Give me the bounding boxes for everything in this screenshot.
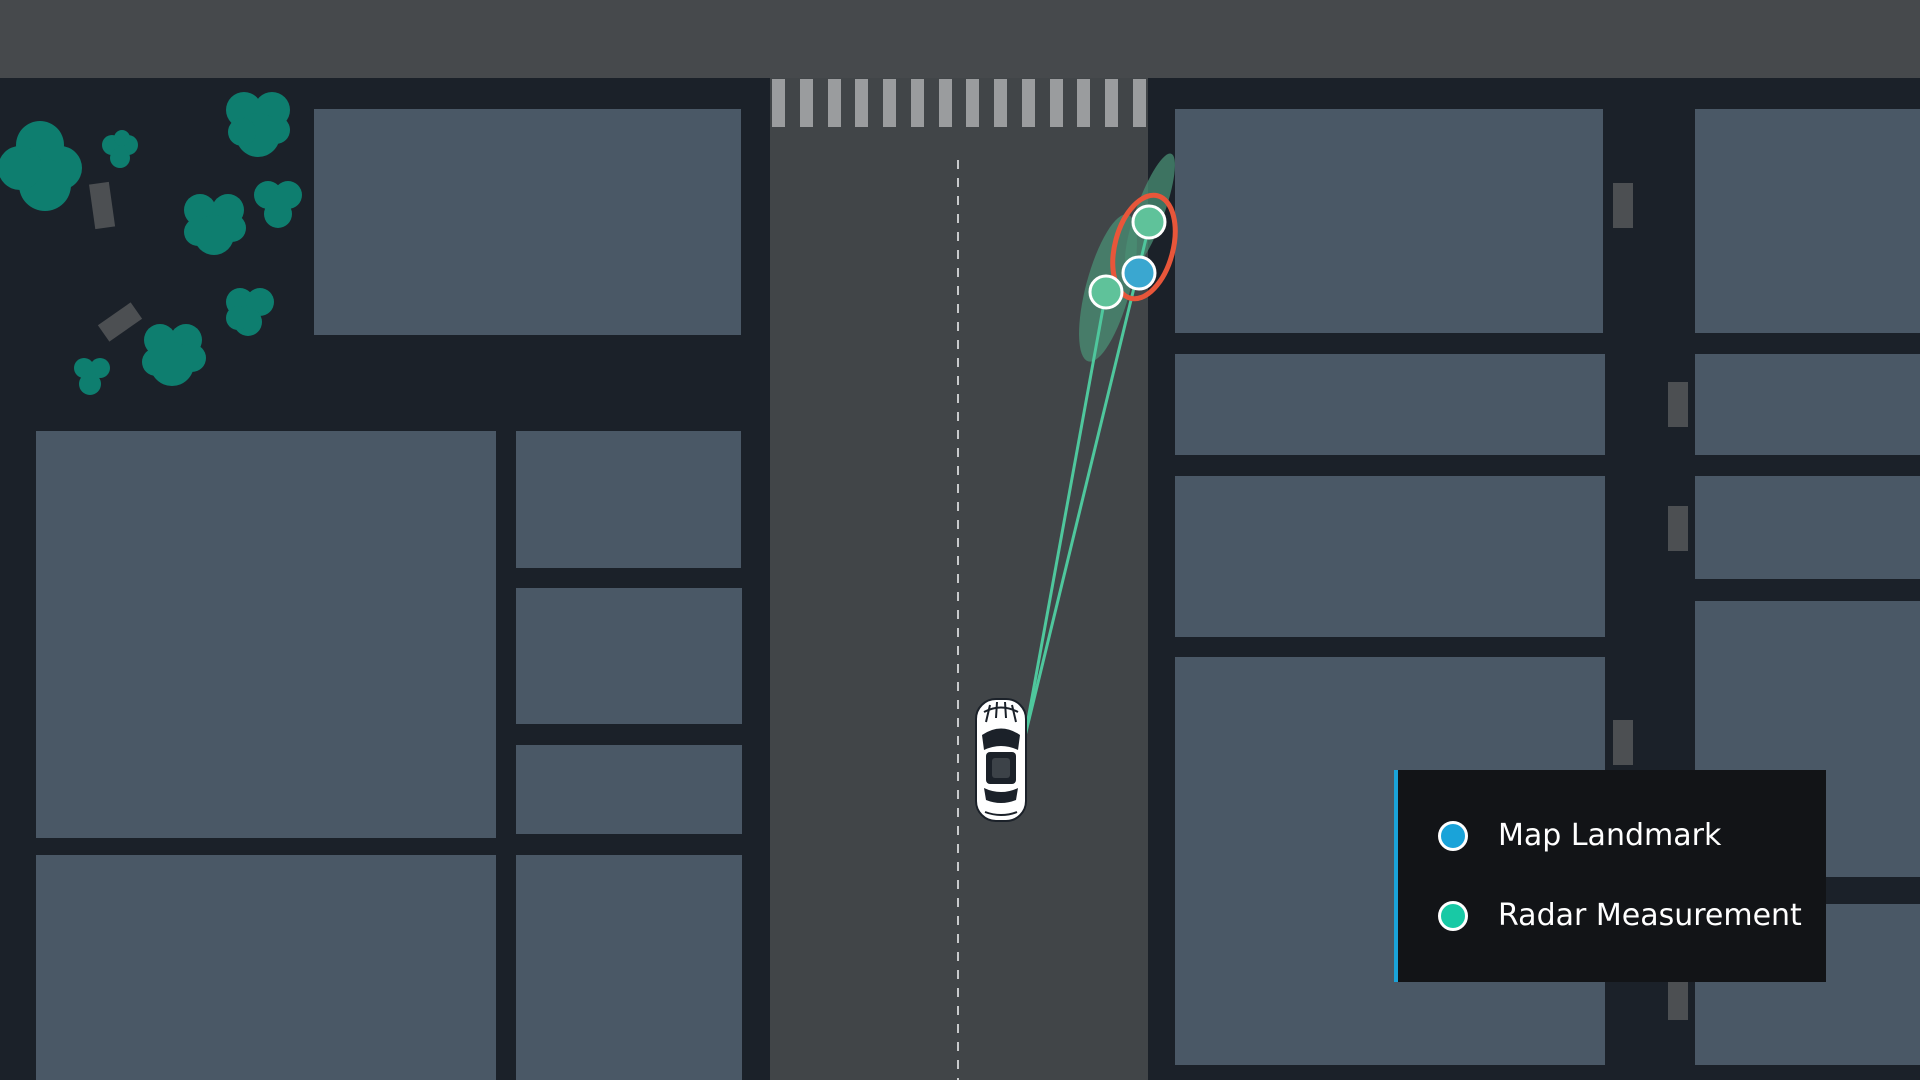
crosswalk bbox=[772, 79, 1146, 127]
radar-ray bbox=[1023, 291, 1108, 737]
legend-item-map-landmark: Map Landmark bbox=[1438, 818, 1721, 853]
legend-item-radar-measurement: Radar Measurement bbox=[1438, 898, 1802, 933]
association-ellipse bbox=[1110, 192, 1178, 302]
radar-ray bbox=[1023, 221, 1152, 737]
top-road bbox=[0, 0, 1920, 78]
tree-icon bbox=[74, 358, 94, 378]
legend-label: Map Landmark bbox=[1498, 818, 1722, 853]
map-landmark-dot-icon bbox=[1438, 820, 1468, 851]
radar-measurement-dot-icon bbox=[1438, 900, 1468, 931]
map-landmark-point bbox=[1121, 255, 1157, 291]
ego-car-icon bbox=[975, 698, 1027, 822]
legend-label: Radar Measurement bbox=[1498, 898, 1802, 933]
legend: Map Landmark Radar Measurement bbox=[1394, 770, 1826, 982]
trees bbox=[0, 92, 302, 395]
radar-measurement-point bbox=[1088, 274, 1124, 310]
street-objects bbox=[89, 181, 1688, 1020]
radar-measurement-point bbox=[1131, 204, 1167, 240]
buildings-left bbox=[36, 109, 742, 1080]
